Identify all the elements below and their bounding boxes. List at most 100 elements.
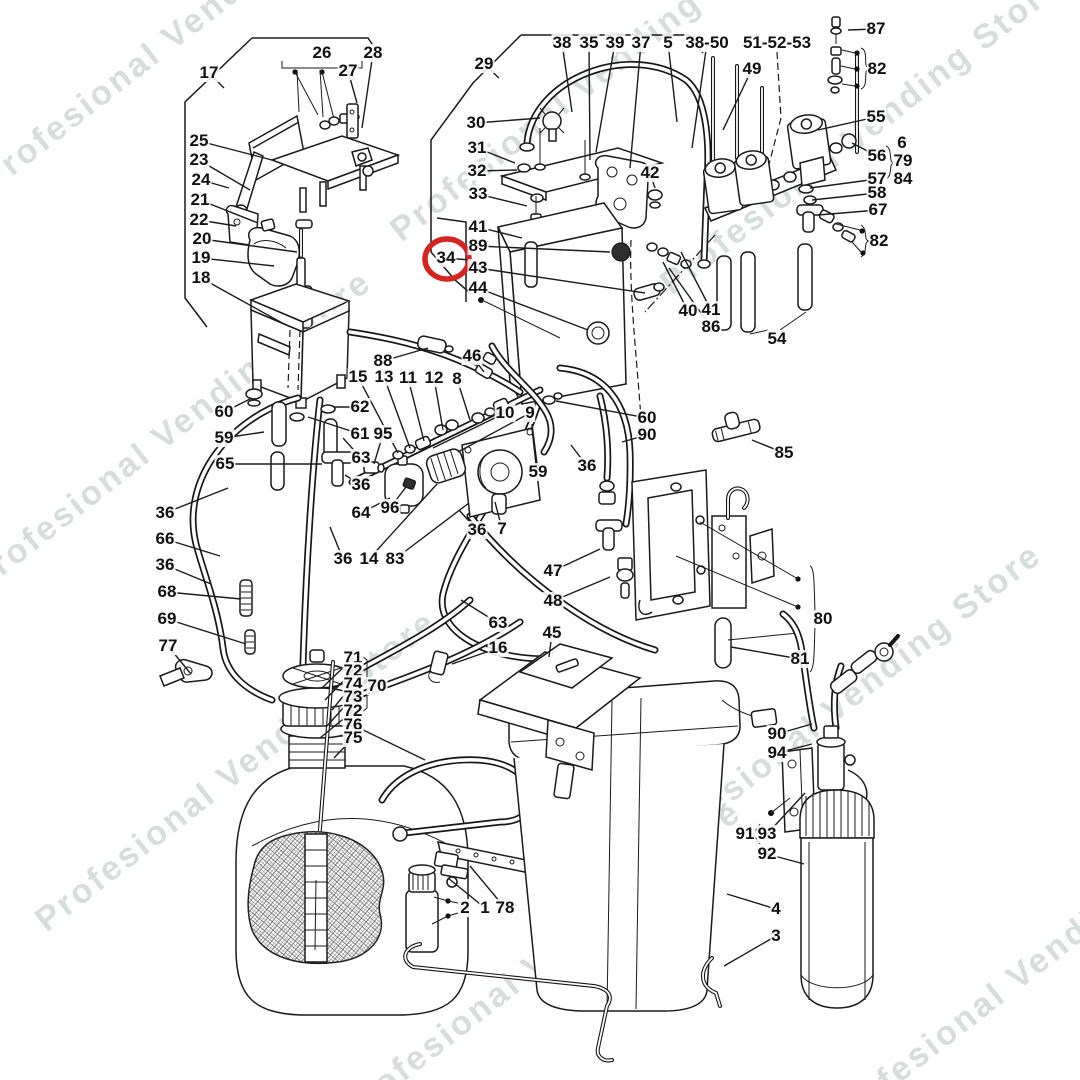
callout-88: 88 [372, 351, 394, 371]
callout-63: 63 [350, 448, 372, 468]
callout-85: 85 [773, 443, 795, 463]
callout-36: 36 [154, 503, 176, 523]
callout-80: 80 [812, 609, 834, 629]
callout-70: 70 [366, 676, 388, 696]
leader-line-38 [561, 42, 573, 113]
callout-59: 59 [213, 428, 235, 448]
callout-82: 82 [866, 59, 888, 79]
callout-65: 65 [214, 454, 236, 474]
callout-33: 33 [467, 184, 489, 204]
callout-8: 8 [451, 369, 463, 389]
callout-42: 42 [639, 163, 661, 183]
callout-25: 25 [188, 131, 210, 151]
boiler-assembly [478, 61, 712, 405]
callout-91: 91 [734, 824, 756, 844]
callout-95: 95 [372, 424, 394, 444]
callout-82: 82 [868, 231, 890, 251]
water-filter-assembly [361, 610, 900, 1009]
leader-line-49 [722, 68, 753, 131]
callout-79: 79 [892, 151, 914, 171]
callout-30: 30 [465, 113, 487, 133]
callout-1: 1 [479, 898, 491, 918]
callout-13: 13 [373, 367, 395, 387]
callout-59: 59 [527, 462, 549, 482]
callout-48: 48 [542, 591, 564, 611]
leader-line-28 [361, 52, 374, 129]
callout-43: 43 [467, 258, 489, 278]
leader-line-1 [447, 877, 486, 909]
callout-40: 40 [677, 301, 699, 321]
callout-64: 64 [350, 503, 372, 523]
callout-47: 47 [542, 561, 564, 581]
leader-line-37 [629, 42, 642, 169]
callout-67: 67 [867, 200, 889, 220]
callout-10: 10 [494, 403, 516, 423]
callout-75: 75 [342, 728, 364, 748]
callout-56: 56 [866, 146, 888, 166]
callout-36: 36 [332, 549, 354, 569]
callout-86: 86 [700, 317, 722, 337]
leader-line-18 [200, 277, 285, 325]
callout-19: 19 [190, 248, 212, 268]
callout-36: 36 [350, 475, 372, 495]
callout-83: 83 [384, 549, 406, 569]
leader-line-38-50 [691, 42, 708, 149]
callout-63: 63 [487, 613, 509, 633]
leader-line-43 [477, 267, 646, 294]
callout-11: 11 [398, 368, 418, 388]
callout-39: 39 [604, 33, 626, 53]
callout-69: 69 [156, 609, 178, 629]
callout-17: 17 [198, 63, 220, 83]
leader-line-35 [588, 42, 591, 161]
water-bottle-assembly [235, 649, 550, 1016]
callout-94: 94 [766, 743, 788, 763]
callout-27: 27 [337, 61, 359, 81]
callout-36: 36 [154, 555, 176, 575]
callout-35: 35 [578, 33, 600, 53]
callout-60: 60 [636, 408, 658, 428]
leader-line-25 [198, 140, 273, 161]
callout-26: 26 [311, 43, 333, 63]
callout-87: 87 [865, 19, 887, 39]
callout-38: 38 [551, 33, 573, 53]
callout-60: 60 [213, 402, 235, 422]
leader-line-39 [595, 42, 616, 153]
leader-line-83 [394, 502, 470, 560]
callout-9: 9 [524, 403, 536, 423]
callout-66: 66 [154, 529, 176, 549]
mount-bracket-assembly [631, 469, 822, 673]
callout-32: 32 [466, 161, 488, 181]
callout-36: 36 [576, 456, 598, 476]
callout-84: 84 [892, 169, 914, 189]
callout-5: 5 [662, 33, 674, 53]
callout-28: 28 [362, 43, 384, 63]
callout-6: 6 [896, 133, 908, 153]
leader-line-13 [383, 376, 411, 449]
callout-46: 46 [461, 346, 483, 366]
leader-line-14 [368, 483, 438, 560]
callout-49: 49 [741, 59, 763, 79]
callout-20: 20 [191, 229, 213, 249]
callout-16: 16 [487, 638, 509, 658]
callout-78: 78 [494, 898, 516, 918]
callout-38-50: 38-50 [684, 33, 730, 53]
valve-manifold [702, 16, 904, 335]
callout-4: 4 [770, 899, 782, 919]
callout-68: 68 [156, 582, 178, 602]
leader-line-9 [457, 412, 531, 453]
door-bracket-assembly [225, 69, 401, 409]
callout-41: 41 [700, 300, 722, 320]
callout-21: 21 [189, 190, 211, 210]
callout-18: 18 [190, 268, 212, 288]
callout-90: 90 [766, 724, 788, 744]
callout-14: 14 [358, 549, 380, 569]
callout-22: 22 [188, 210, 210, 230]
callout-72: 72 [342, 701, 364, 721]
pump-and-fittings [245, 388, 761, 599]
callout-55: 55 [865, 107, 887, 127]
leader-line-10 [432, 412, 506, 449]
callout-29: 29 [473, 54, 495, 74]
leader-line-81 [730, 646, 801, 660]
